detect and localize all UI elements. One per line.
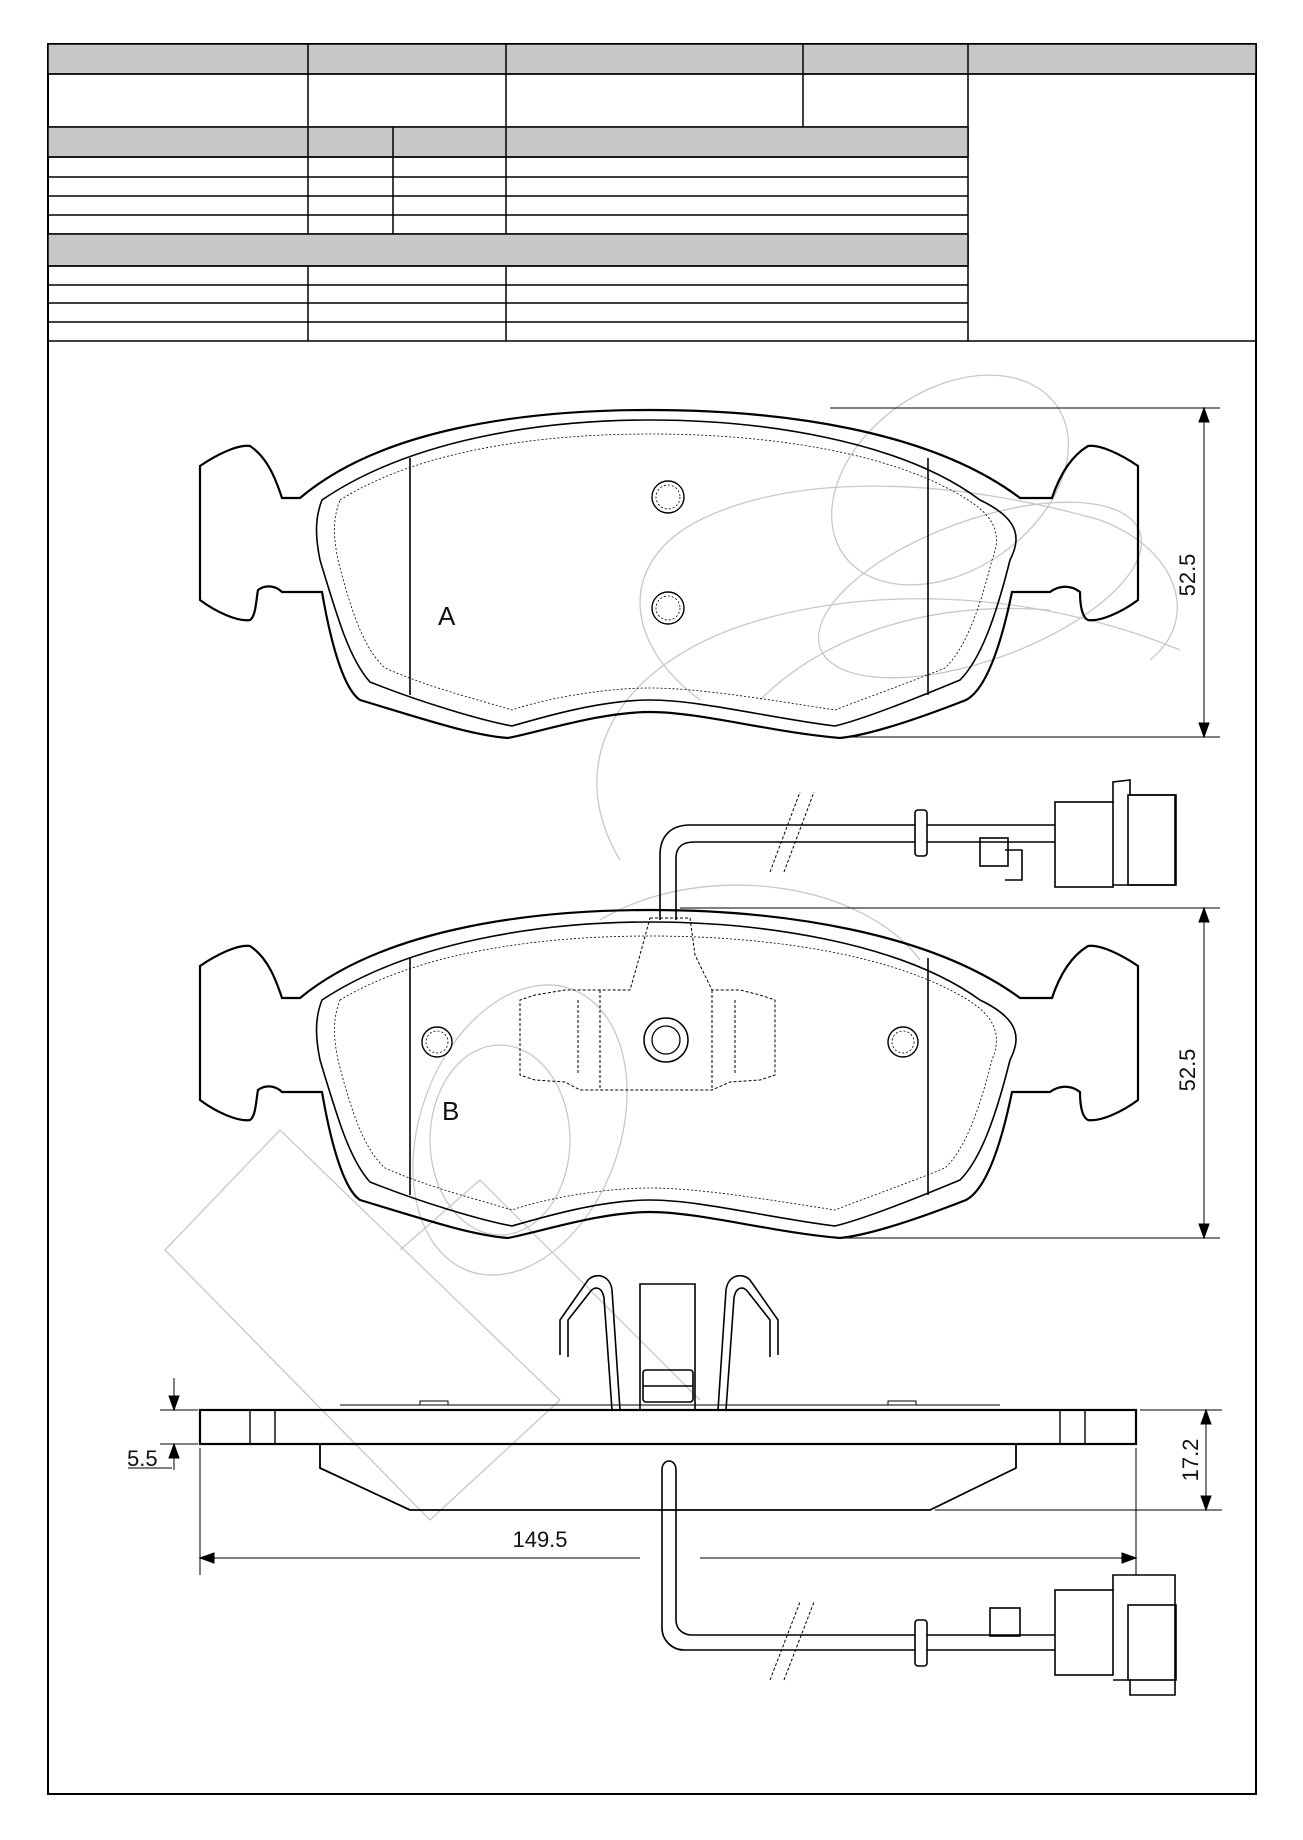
pad-a-hole-lower xyxy=(651,591,685,625)
pad-b-friction xyxy=(315,921,1017,1227)
brake-pad-a xyxy=(198,408,1140,740)
side-view-backplate-value: 5.5 xyxy=(127,1446,158,1471)
side-view-width-value: 149.5 xyxy=(512,1527,567,1552)
pad-b-hole-left xyxy=(421,1026,453,1058)
header-table xyxy=(47,43,1257,342)
brake-pad-b xyxy=(198,908,1140,1240)
pad-a-friction xyxy=(315,419,1017,727)
pad-a-inner-outline xyxy=(334,433,997,711)
pad-b-label: B xyxy=(442,1096,459,1126)
watermark-logo xyxy=(164,374,1181,1521)
header-row-2 xyxy=(47,126,969,158)
sheet-border xyxy=(47,43,1257,1795)
header-row-1 xyxy=(47,43,1257,75)
pad-b-sensor-bracket xyxy=(519,917,776,1091)
pad-a-hole-upper xyxy=(651,480,685,514)
pad-b-height-dimension xyxy=(680,906,1220,1240)
pad-a-height-dimension xyxy=(830,406,1220,739)
pad-b-hole-right xyxy=(887,1026,919,1058)
pad-side-view xyxy=(198,1400,1177,1696)
header-row-3 xyxy=(47,233,969,267)
pad-b-height-value: 52.5 xyxy=(1175,1049,1200,1092)
anti-rattle-clip xyxy=(559,1274,779,1411)
pad-b-backplate xyxy=(198,908,1140,1240)
pad-a-label: A xyxy=(438,601,456,631)
wear-sensor-upper xyxy=(659,779,1177,920)
pad-b-inner-outline xyxy=(334,935,997,1211)
side-view-friction xyxy=(319,1444,1017,1511)
pad-a-height-value: 52.5 xyxy=(1175,554,1200,597)
side-view-backplate xyxy=(198,1408,1138,1446)
side-view-thickness-value: 17.2 xyxy=(1178,1439,1203,1482)
side-view-dimensions xyxy=(160,1378,1222,1575)
pad-a-backplate xyxy=(198,408,1140,740)
pad-b-center-hole xyxy=(643,1017,689,1063)
